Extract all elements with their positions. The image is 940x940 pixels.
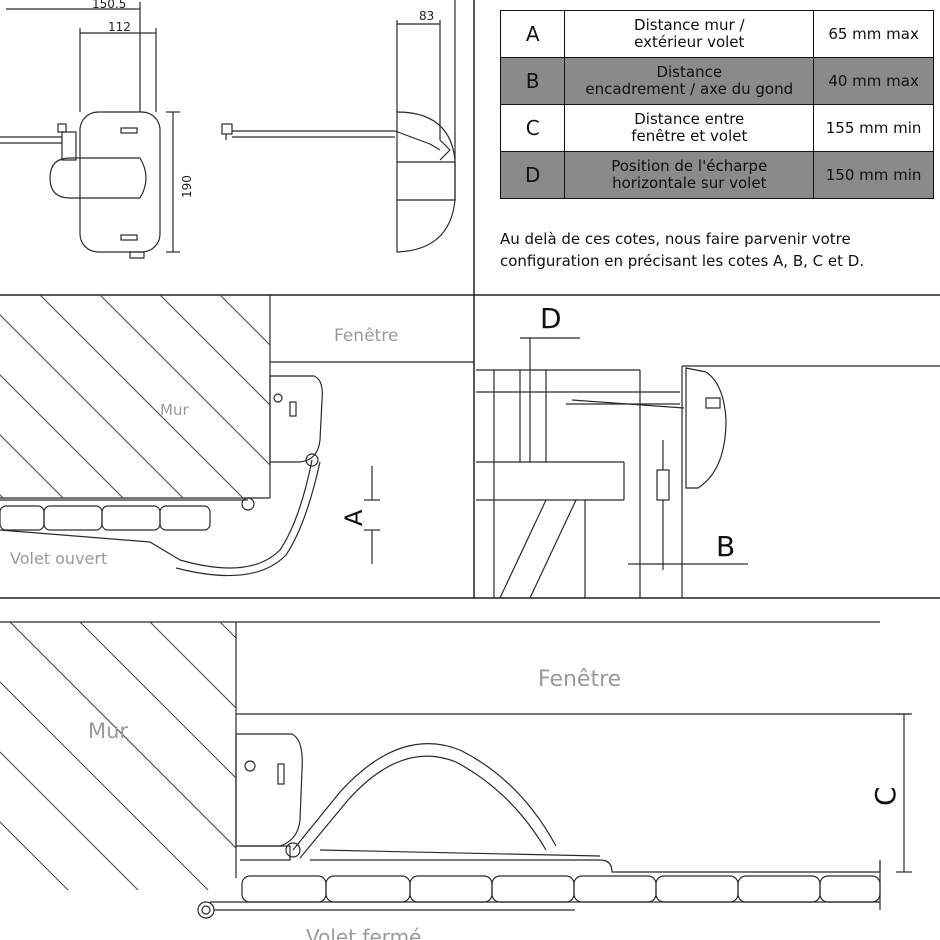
spec-desc-line1: Position de l'écharpe [611, 157, 768, 175]
dim-width-total: 150.5 [92, 0, 126, 11]
label-mur-top: Mur [160, 401, 189, 419]
wall-hatch-top [0, 295, 270, 498]
spec-value: 40 mm max [813, 57, 934, 105]
spec-letter: B [499, 57, 566, 105]
spec-desc-line2: extérieur volet [634, 33, 745, 51]
dim-height: 190 [180, 175, 194, 198]
label-fenetre-top: Fenêtre [334, 326, 398, 346]
label-dim-b: B [716, 530, 735, 563]
wall-hatch-bottom [0, 622, 236, 890]
spec-table: A Distance mur /extérieur volet 65 mm ma… [499, 10, 934, 199]
label-volet-ferme: Volet fermé [306, 925, 421, 940]
spec-letter: A [499, 10, 566, 58]
label-dim-c: C [869, 786, 902, 806]
spec-value: 65 mm max [813, 10, 934, 58]
spec-value: 150 mm min [813, 151, 934, 199]
label-mur-bottom: Mur [88, 719, 128, 743]
spec-description: Distance mur /extérieur volet [564, 10, 815, 58]
closed-shutter-drawing [0, 621, 912, 919]
open-shutter-drawing [0, 295, 474, 577]
spec-desc-line2: horizontale sur volet [612, 174, 767, 192]
spec-value: 155 mm min [813, 104, 934, 152]
spec-desc-line2: encadrement / axe du gond [585, 80, 794, 98]
config-note-line1: Au delà de ces cotes, nous faire parveni… [500, 230, 851, 248]
panel-dividers [0, 0, 940, 599]
side-view-drawing [221, 0, 456, 253]
spec-row-a: A Distance mur /extérieur volet 65 mm ma… [499, 10, 934, 58]
label-dim-a: A [340, 509, 368, 526]
spec-desc-line2: fenêtre et volet [631, 127, 748, 145]
label-dim-d: D [540, 302, 562, 335]
config-note: Au delà de ces cotes, nous faire parveni… [500, 228, 930, 272]
dim-width-inner: 112 [108, 20, 131, 34]
spec-letter: D [499, 151, 566, 199]
hinge-detail-drawing [476, 337, 940, 599]
spec-desc-line1: Distance [656, 63, 723, 81]
spec-desc-line1: Distance entre [634, 110, 745, 128]
config-note-line2: configuration en précisant les cotes A, … [500, 252, 865, 270]
spec-desc-line1: Distance mur / [634, 16, 745, 34]
label-volet-ouvert: Volet ouvert [10, 549, 107, 568]
front-view-drawing [0, 2, 180, 259]
dim-depth: 83 [419, 9, 434, 23]
spec-letter: C [499, 104, 566, 152]
label-fenetre-bottom: Fenêtre [538, 667, 621, 692]
